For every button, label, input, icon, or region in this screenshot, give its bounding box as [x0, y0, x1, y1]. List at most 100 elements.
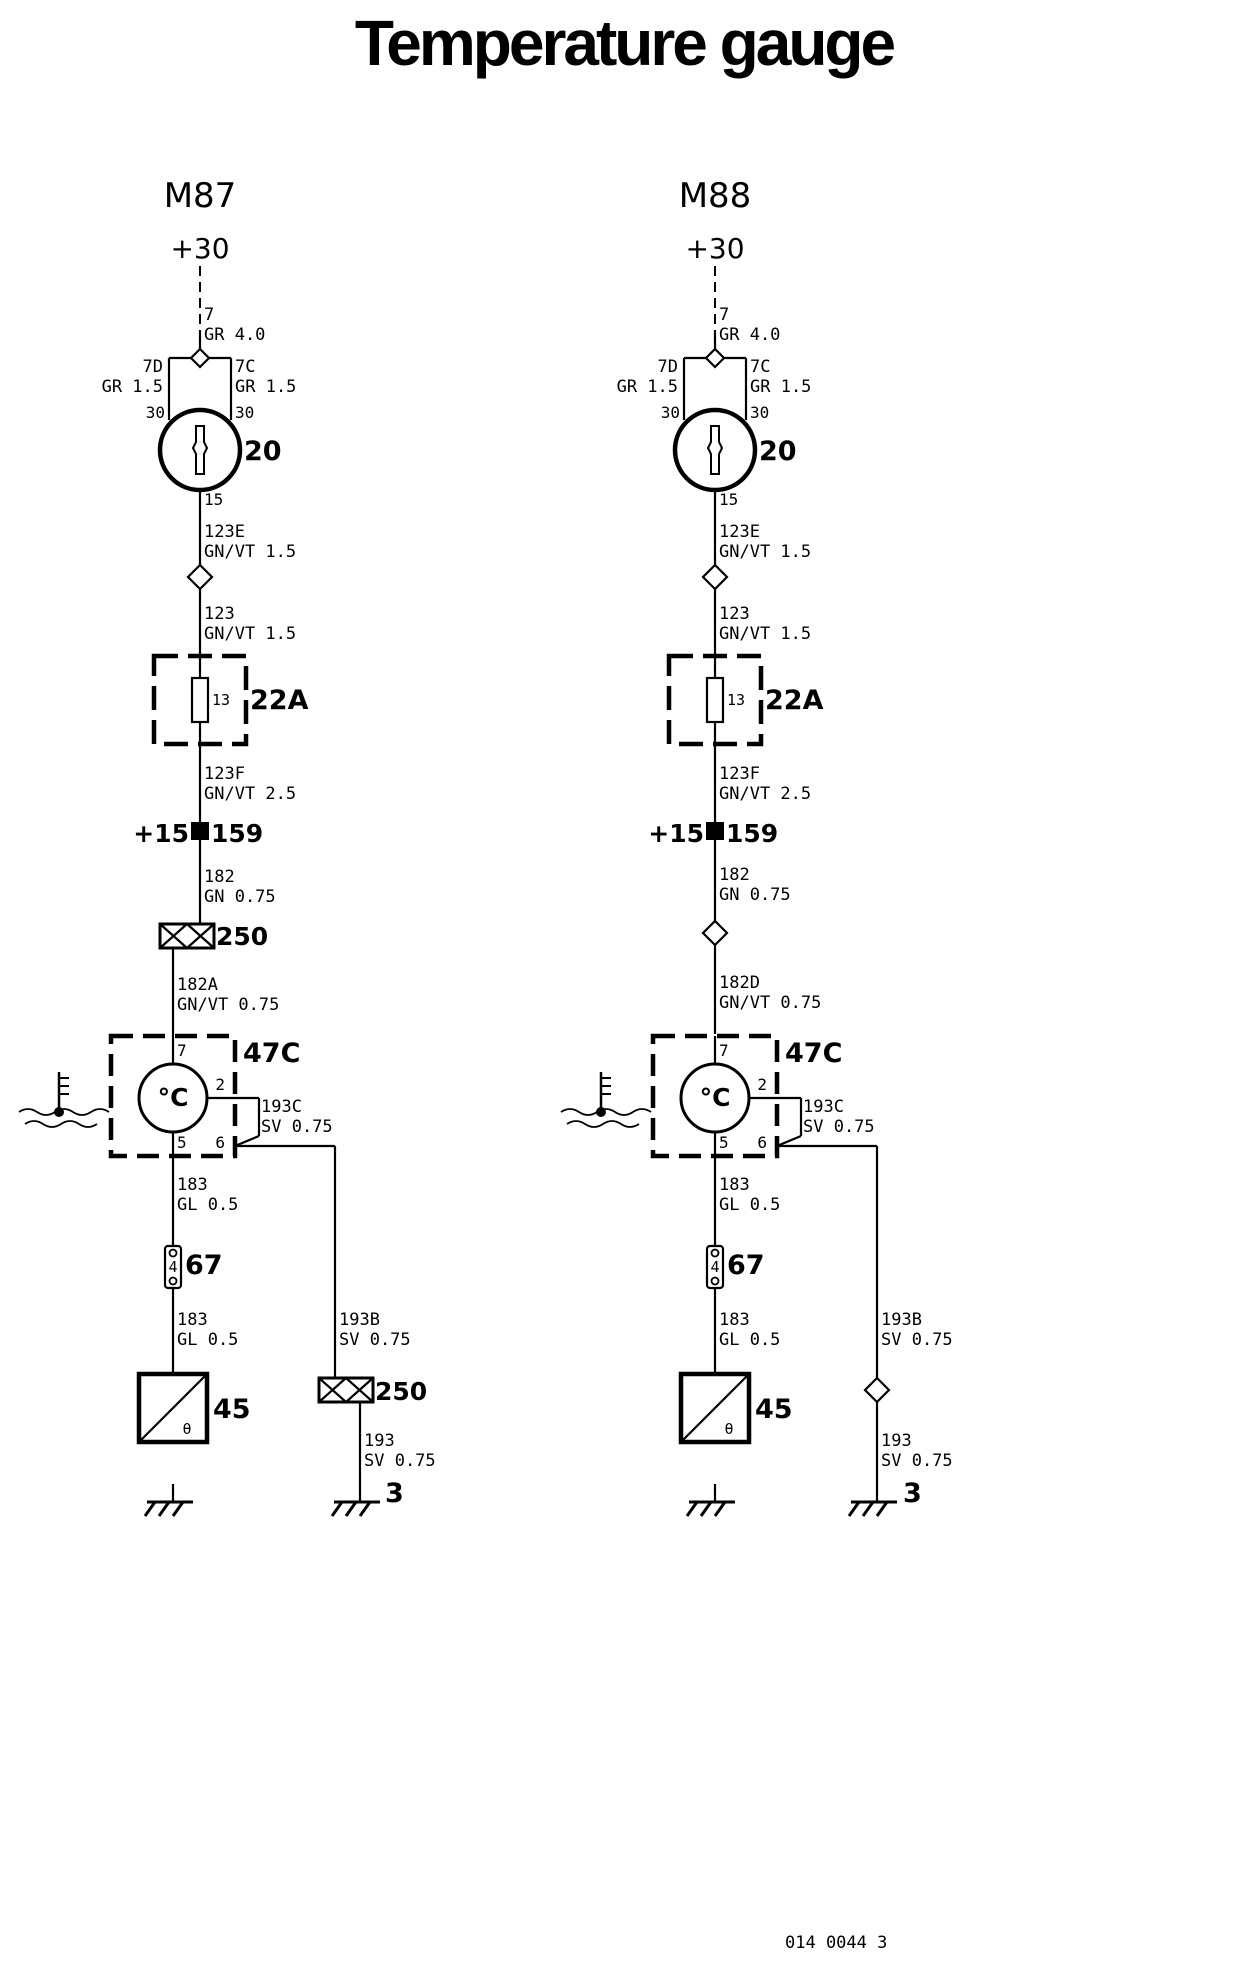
- wire-182a-id: 182A: [177, 975, 218, 995]
- pin-2: 2: [757, 1075, 767, 1094]
- wire-193b-spec: SV 0.75: [339, 1330, 411, 1350]
- wire-7d-id: 7D: [143, 357, 163, 377]
- wire-183-id: 183: [719, 1175, 750, 1195]
- wire-123f-id: 123F: [719, 764, 760, 784]
- wire-123-id: 123: [719, 604, 750, 624]
- ground-hatch: [713, 1501, 727, 1517]
- wire-7-spec: GR 4.0: [719, 325, 780, 345]
- model-label: M87: [164, 176, 237, 216]
- gauge-diagonal: [680, 1373, 750, 1443]
- wire-7c-spec: GR 1.5: [750, 377, 811, 397]
- supply-label: +30: [685, 232, 744, 265]
- pin-30-left: 30: [146, 403, 165, 422]
- ground-hatch: [157, 1501, 171, 1517]
- fuse-number: 13: [212, 691, 230, 709]
- temperature-sender-label: 47C: [243, 1038, 300, 1069]
- wire-182-spec: GN 0.75: [719, 885, 791, 905]
- wire-182d-id: 182D: [719, 973, 760, 993]
- ignition-switch-label: 20: [759, 436, 797, 467]
- wire-183-spec: GL 0.5: [719, 1330, 780, 1350]
- connector-cross: [318, 1377, 347, 1403]
- temperature-gauge-symbol: θ: [724, 1420, 733, 1438]
- pin-30-right: 30: [235, 403, 254, 422]
- wire-193-id: 193: [364, 1431, 395, 1451]
- page-title: Temperature gauge: [354, 7, 896, 79]
- ground-symbol: [685, 1484, 735, 1517]
- temperature-gauge-symbol: θ: [182, 1420, 191, 1438]
- wire-183-spec: GL 0.5: [177, 1195, 238, 1215]
- wire-193b-id: 193B: [881, 1310, 922, 1330]
- ground-hatch: [847, 1501, 861, 1517]
- connector-body: [317, 1376, 375, 1404]
- wire-123-id: 123: [204, 604, 235, 624]
- fuse-67-number: 4: [168, 1258, 177, 1276]
- connector-cross: [159, 923, 188, 949]
- wire-193-spec: SV 0.75: [881, 1451, 953, 1471]
- distribution-node: [706, 822, 724, 840]
- wire-193-spec: SV 0.75: [364, 1451, 436, 1471]
- temperature-sender-label: 47C: [785, 1038, 842, 1069]
- wire-193-id: 193: [881, 1431, 912, 1451]
- fuse-67-number: 4: [710, 1258, 719, 1276]
- connector-cross: [345, 1377, 374, 1403]
- temperature-gauge-label: 45: [213, 1394, 251, 1425]
- coolant-wave: [560, 1108, 652, 1116]
- fuse-box-label: 22A: [765, 685, 824, 716]
- fuse: [190, 676, 210, 724]
- wire-183-id: 183: [719, 1310, 750, 1330]
- ground-hatch: [171, 1501, 185, 1517]
- connector-250: [317, 1376, 375, 1404]
- fuse-67-terminal: [168, 1248, 178, 1258]
- wire-193c-spec: SV 0.75: [261, 1117, 333, 1137]
- pin-7: 7: [177, 1041, 187, 1060]
- splice: [189, 347, 211, 369]
- wire-193c: [776, 1134, 802, 1148]
- gauge-diagonal: [138, 1373, 208, 1443]
- ground-symbol: [330, 1484, 380, 1517]
- wire-123-spec: GN/VT 1.5: [204, 624, 296, 644]
- pin-7: 7: [719, 1041, 729, 1060]
- fuse-67-label: 67: [727, 1250, 765, 1281]
- connector-250-label: 250: [216, 922, 268, 951]
- wire-193c-spec: SV 0.75: [803, 1117, 875, 1137]
- wire-182-id: 182: [719, 865, 750, 885]
- ground-hatch: [685, 1501, 699, 1517]
- ignition-key-icon: [191, 425, 209, 475]
- pin-6: 6: [757, 1133, 767, 1152]
- wire-7d-spec: GR 1.5: [617, 377, 678, 397]
- wire-123f-spec: GN/VT 2.5: [204, 784, 296, 804]
- connector-cross: [186, 923, 215, 949]
- fuse-67-label: 67: [185, 1250, 223, 1281]
- wire-193c-id: 193C: [803, 1097, 844, 1117]
- model-label: M88: [679, 176, 752, 216]
- pin-6: 6: [215, 1133, 225, 1152]
- wire-7-id: 7: [719, 305, 729, 325]
- wire-123e-spec: GN/VT 1.5: [719, 542, 811, 562]
- fuse: [705, 676, 725, 724]
- wire-193c-id: 193C: [261, 1097, 302, 1117]
- connector-250: [158, 922, 216, 950]
- wire-183-id: 183: [177, 1175, 208, 1195]
- splice: [701, 563, 729, 591]
- coolant-wave: [566, 1120, 640, 1128]
- pin-5: 5: [719, 1133, 729, 1152]
- connector-body: [158, 922, 216, 950]
- temperature-sensor-symbol: °C: [700, 1083, 731, 1112]
- connector-250-label: 250: [375, 1377, 427, 1406]
- wire-123-spec: GN/VT 1.5: [719, 624, 811, 644]
- wire-123f-id: 123F: [204, 764, 245, 784]
- wire-123e-id: 123E: [204, 522, 245, 542]
- wire-7-spec: GR 4.0: [204, 325, 265, 345]
- node-supply-label: +15: [648, 819, 704, 848]
- coolant-temperature-icon: [18, 1072, 110, 1128]
- wire-123e-id: 123E: [719, 522, 760, 542]
- fuse-67-terminal: [168, 1276, 178, 1286]
- ground-hatch: [699, 1501, 713, 1517]
- ground-hatch: [330, 1501, 344, 1517]
- distribution-node: [191, 822, 209, 840]
- wire-183-id: 183: [177, 1310, 208, 1330]
- ground-hatch: [875, 1501, 889, 1517]
- fuse-box-label: 22A: [250, 685, 309, 716]
